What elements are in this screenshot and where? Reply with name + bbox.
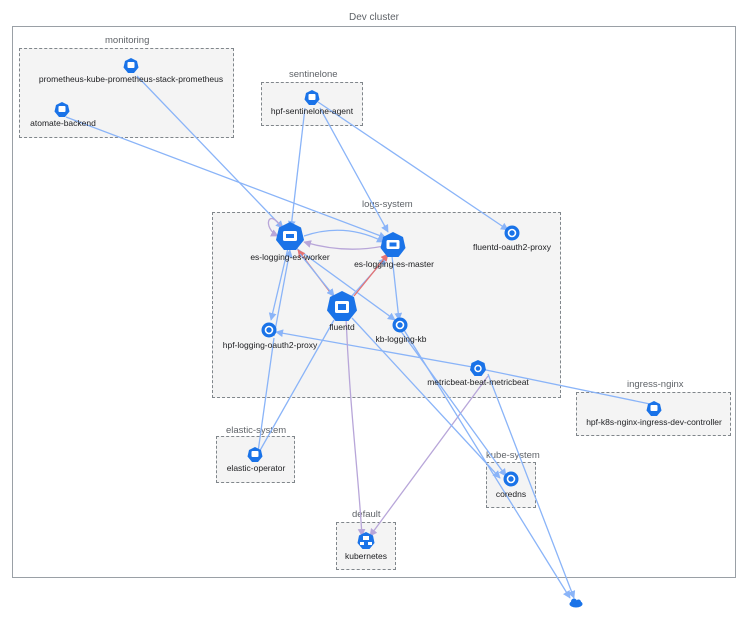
namespace-label: elastic-system [226, 425, 287, 436]
service-icon[interactable] [503, 471, 519, 487]
node-label-hpf-logging-oauth2-proxy[interactable]: hpf-logging-oauth2-proxy [222, 340, 318, 350]
edge [287, 107, 306, 229]
edge [299, 253, 335, 297]
node-label-es-worker[interactable]: es-logging-es-worker [250, 252, 330, 262]
cluster-title: Dev cluster [348, 12, 399, 23]
node-label-es-master[interactable]: es-logging-es-master [354, 259, 434, 269]
edge [275, 329, 479, 369]
node-label-metricbeat[interactable]: metricbeat-beat-metricbeat [427, 377, 529, 387]
network-icon[interactable] [357, 532, 375, 549]
namespace-label: monitoring [105, 35, 150, 46]
edge [273, 249, 293, 337]
edge [295, 247, 396, 321]
node-label-kubernetes[interactable]: kubernetes [344, 551, 388, 561]
cloud-icon[interactable] [569, 598, 583, 608]
node-label-prometheus[interactable]: prometheus-kube-prometheus-stack-prometh… [38, 74, 224, 84]
node-label-fluentd[interactable]: fluentd [329, 322, 355, 332]
edge [351, 317, 501, 479]
service-icon[interactable] [261, 322, 277, 338]
pod-icon[interactable] [646, 401, 662, 416]
edge [257, 319, 335, 455]
node-label-coredns[interactable]: coredns [495, 489, 527, 499]
namespace-label: ingress-nginx [627, 379, 684, 390]
node-label-elastic-operator[interactable]: elastic-operator [226, 463, 286, 473]
edge [268, 247, 289, 321]
edge [317, 101, 509, 231]
pod-icon[interactable] [276, 222, 304, 250]
namespace-label: kube-system [486, 450, 540, 461]
service-icon[interactable] [470, 360, 486, 376]
service-icon[interactable] [504, 225, 520, 241]
edge [391, 255, 403, 321]
node-label-kb-logging-kb[interactable]: kb-logging-kb [375, 334, 427, 344]
pod-icon[interactable] [304, 90, 320, 105]
edge [267, 217, 283, 237]
node-label-sentinelone-agent[interactable]: hpf-sentinelone-agent [270, 106, 354, 116]
node-label-ingress-controller[interactable]: hpf-k8s-nginx-ingress-dev-controller [586, 417, 722, 427]
edge [136, 75, 284, 229]
node-label-atomate-backend[interactable]: atomate-backend [30, 118, 96, 128]
node-label-fluentd-oauth2-proxy[interactable]: fluentd-oauth2-proxy [473, 242, 551, 252]
edge [353, 253, 389, 297]
edge [487, 373, 576, 599]
edge [369, 375, 489, 537]
namespace-label: logs-system [362, 199, 413, 210]
pod-icon[interactable] [247, 447, 263, 462]
pod-icon[interactable] [327, 291, 357, 321]
pod-icon[interactable] [380, 232, 406, 257]
pod-icon[interactable] [54, 102, 70, 117]
service-icon[interactable] [392, 317, 408, 333]
edge [403, 329, 571, 599]
edge [303, 229, 385, 243]
edge [65, 116, 387, 240]
edge [303, 240, 385, 250]
edge [257, 337, 275, 453]
edge [345, 317, 366, 537]
edge [399, 329, 507, 477]
namespace-label: sentinelone [289, 69, 338, 80]
pod-icon[interactable] [123, 58, 139, 73]
edge [485, 369, 651, 405]
namespace-ingress-nginx[interactable] [576, 392, 731, 436]
edge [319, 107, 389, 233]
namespace-label: default [352, 509, 381, 520]
